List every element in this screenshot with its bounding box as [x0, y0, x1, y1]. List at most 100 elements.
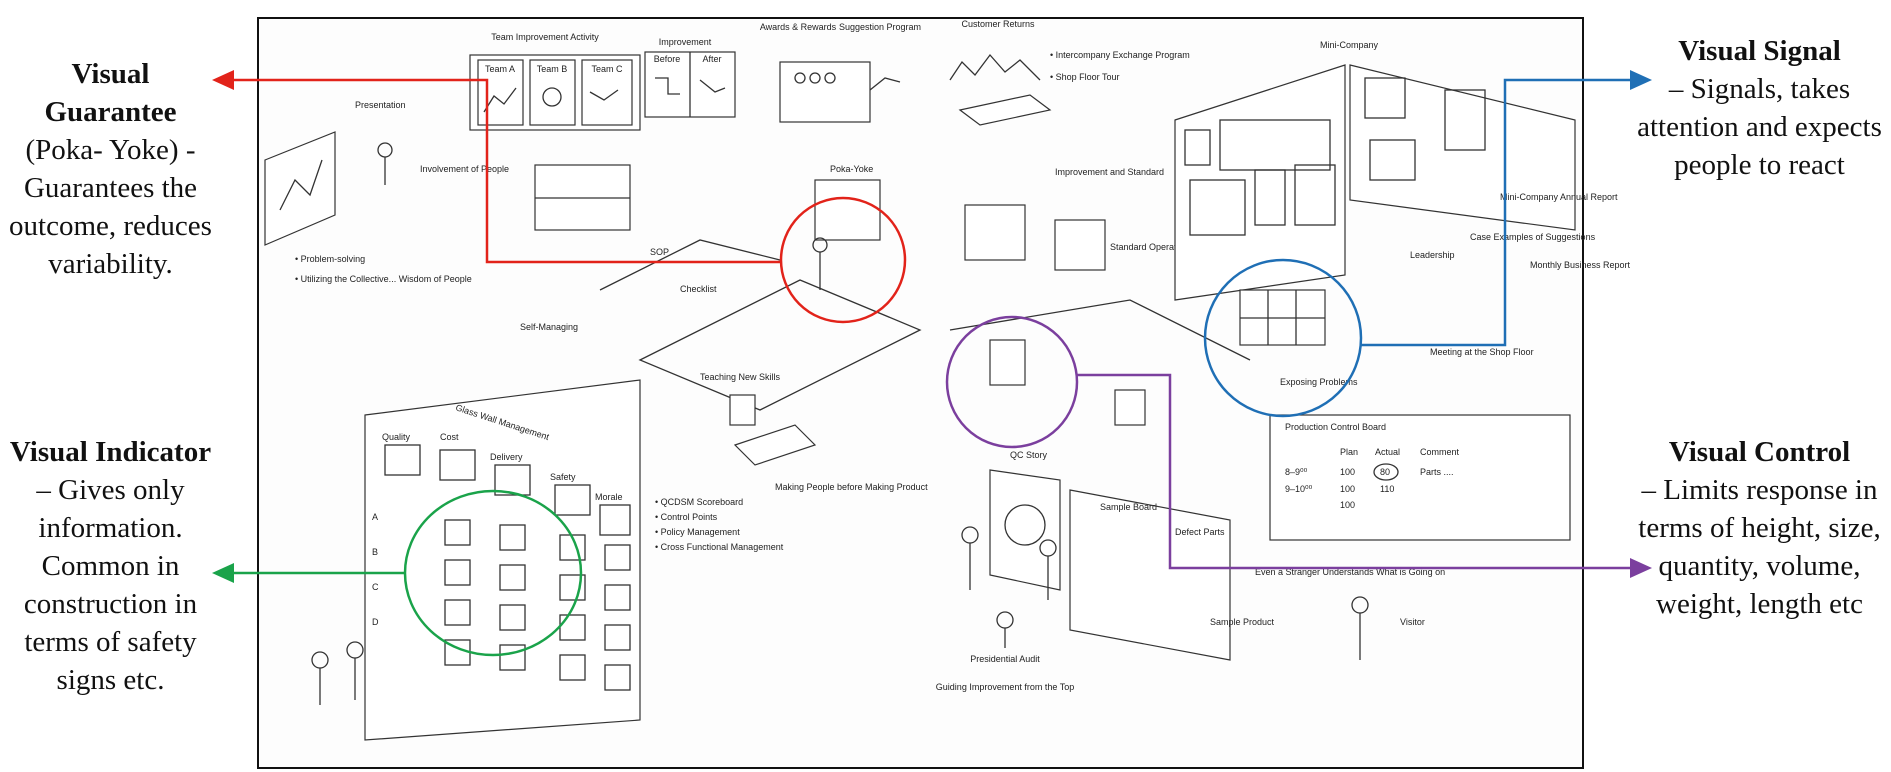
improvement-label: Improvement: [659, 37, 712, 47]
case-examples-label: Case Examples of Suggestions: [1470, 232, 1596, 242]
visual-control-title: Visual Control: [1668, 436, 1851, 468]
visual-signal-detail: – Signals, takes attention and expects p…: [1637, 73, 1882, 181]
self-managing-label: Self-Managing: [520, 322, 578, 332]
mini-company-report-label: Mini-Company Annual Report: [1500, 192, 1618, 202]
sop-long-label: Standard Operating Procedures: [1110, 242, 1238, 252]
monthly-report-label: Monthly Business Report: [1530, 260, 1631, 270]
glass-wall-grid: [384, 444, 631, 691]
awards-board: [779, 61, 871, 123]
visual-signal-annotation: Visual Signal – Signals, takes attention…: [1637, 32, 1882, 184]
visitor-label: Visitor: [1400, 617, 1425, 627]
board-header-comment: Comment: [1420, 447, 1460, 457]
board-cell: 9–10⁰⁰: [1285, 484, 1313, 494]
col-cost: Cost: [440, 432, 459, 442]
team-a-label: Team A: [485, 64, 515, 74]
visual-guarantee-title: Visual Guarantee: [44, 58, 177, 128]
board-cell: 100: [1340, 484, 1355, 494]
production-control-board: [1269, 414, 1571, 541]
guiding-label: Guiding Improvement from the Top: [936, 682, 1074, 692]
visual-signal-title: Visual Signal: [1678, 35, 1841, 67]
policy-management-label: • Policy Management: [655, 527, 740, 537]
poka-yoke-label: Poka-Yoke: [830, 164, 873, 174]
row-b: B: [372, 547, 378, 557]
awards-label: Awards & Rewards: [760, 22, 837, 32]
guarantee-callout: [212, 70, 907, 324]
after-label: After: [702, 54, 721, 64]
before-label: Before: [654, 54, 681, 64]
row-c: C: [372, 582, 379, 592]
sop-label: SOP: [650, 247, 669, 257]
visual-guarantee-annotation: Visual Guarantee (Poka- Yoke) - Guarante…: [8, 55, 213, 283]
cross-functional-label: • Cross Functional Management: [655, 542, 784, 552]
utilizing-label: • Utilizing the Collective... Wisdom of …: [295, 274, 472, 284]
leadership-label: Leadership: [1410, 250, 1455, 260]
board-header-plan: Plan: [1340, 447, 1358, 457]
mini-company-label: Mini-Company: [1320, 40, 1379, 50]
indicator-callout: [212, 489, 583, 657]
qcdsm-scoreboard-label: • QCDSM Scoreboard: [655, 497, 743, 507]
even-stranger-label: Even a Stranger Understands What is Goin…: [1255, 567, 1445, 577]
visual-indicator-detail: – Gives only information. Common in cons…: [23, 474, 198, 696]
control-points-label: • Control Points: [655, 512, 718, 522]
presentation-label: Presentation: [355, 100, 406, 110]
shop-floor-tour-label: • Shop Floor Tour: [1050, 72, 1120, 82]
meeting-label: Meeting at the Shop Floor: [1430, 347, 1534, 357]
exposing-problems-label: Exposing Problems: [1280, 377, 1358, 387]
guarantee-arrowhead: [212, 70, 234, 90]
board-cell: 100: [1340, 500, 1355, 510]
col-safety: Safety: [550, 472, 576, 482]
board-cell: Parts ....: [1420, 467, 1454, 477]
production-board-label: Production Control Board: [1285, 422, 1386, 432]
visual-indicator-title: Visual Indicator: [9, 436, 212, 468]
col-delivery: Delivery: [490, 452, 523, 462]
board-cell: 100: [1340, 467, 1355, 477]
row-d: D: [372, 617, 379, 627]
guarantee-circle: [779, 196, 907, 324]
involvement-label: Involvement of People: [420, 164, 509, 174]
improvement-standard-label: Improvement and Standard: [1055, 167, 1164, 177]
mini-company-board-right: [1349, 64, 1576, 231]
intercompany-label: • Intercompany Exchange Program: [1050, 50, 1190, 60]
presentation-board: [264, 131, 336, 246]
sample-board-label: Sample Board: [1100, 502, 1157, 512]
mini-company-board-left: [1174, 64, 1346, 301]
defect-parts-label: Defect Parts: [1175, 527, 1225, 537]
board-header-actual: Actual: [1375, 447, 1400, 457]
col-quality: Quality: [382, 432, 411, 442]
visual-control-annotation: Visual Control – Limits response in term…: [1637, 433, 1882, 623]
team-c-label: Team C: [591, 64, 623, 74]
control-arrowhead: [1630, 558, 1652, 578]
presidential-audit-label: Presidential Audit: [970, 654, 1040, 664]
poka-yoke-board: [814, 179, 881, 241]
signal-connector: [1360, 78, 1632, 347]
signal-arrowhead: [1630, 70, 1652, 90]
sample-board: [1069, 489, 1231, 661]
control-callout: [945, 315, 1652, 578]
teaching-label: Teaching New Skills: [700, 372, 781, 382]
suggestion-label: Suggestion Program: [839, 22, 921, 32]
guarantee-connector: [232, 78, 781, 264]
col-morale: Morale: [595, 492, 623, 502]
sample-product-label: Sample Product: [1210, 617, 1275, 627]
team-activity-label: Team Improvement Activity: [491, 32, 599, 42]
row-a: A: [372, 512, 378, 522]
visual-control-detail: – Limits response in terms of height, si…: [1638, 474, 1881, 620]
visual-indicator-annotation: Visual Indicator – Gives only informatio…: [8, 433, 213, 699]
problem-solving-label: • Problem-solving: [295, 254, 365, 264]
glass-wall-board: [364, 379, 641, 741]
visual-guarantee-detail: (Poka- Yoke) - Guarantees the outcome, r…: [9, 134, 212, 280]
signal-callout: [1203, 70, 1652, 418]
indicator-arrowhead: [212, 563, 234, 583]
checklist-label: Checklist: [680, 284, 717, 294]
board-cell: 8–9⁰⁰: [1285, 467, 1308, 477]
qc-story-label: QC Story: [1010, 450, 1048, 460]
team-b-label: Team B: [537, 64, 568, 74]
qc-story-board: [989, 469, 1061, 591]
board-cell: 80: [1380, 467, 1390, 477]
making-people-label: Making People before Making Product: [775, 482, 928, 492]
control-connector: [1077, 373, 1632, 570]
control-circle: [945, 315, 1079, 449]
board-cell: 110: [1380, 484, 1394, 494]
signal-circle: [1203, 258, 1363, 418]
